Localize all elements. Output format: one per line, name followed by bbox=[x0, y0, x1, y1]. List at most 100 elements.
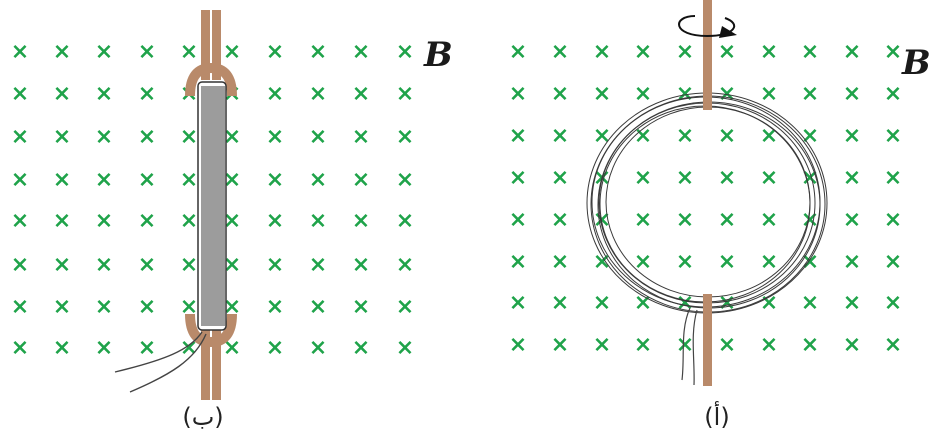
lead-wire-b-1 bbox=[114, 331, 203, 373]
field-mark-left: × bbox=[223, 253, 241, 278]
field-mark-left: × bbox=[396, 125, 414, 150]
field-mark-right: × bbox=[509, 82, 527, 107]
field-mark-left: × bbox=[309, 253, 327, 278]
field-mark-left: × bbox=[266, 336, 284, 361]
field-mark-right: × bbox=[634, 333, 652, 358]
field-mark-left: × bbox=[138, 336, 156, 361]
bracket-top-b bbox=[185, 62, 237, 97]
field-mark-right: × bbox=[801, 166, 819, 191]
field-mark-right: × bbox=[760, 124, 778, 149]
field-mark-left: × bbox=[396, 295, 414, 320]
field-mark-right: × bbox=[843, 250, 861, 275]
field-mark-left: × bbox=[352, 82, 370, 107]
field-mark-left: × bbox=[138, 295, 156, 320]
field-mark-right: × bbox=[884, 208, 902, 233]
field-mark-left: × bbox=[223, 295, 241, 320]
panel-caption-a: (أ) bbox=[704, 401, 729, 431]
field-mark-right: × bbox=[634, 166, 652, 191]
field-label-b: B bbox=[423, 35, 453, 75]
field-mark-right: × bbox=[884, 250, 902, 275]
field-mark-left: × bbox=[309, 295, 327, 320]
field-mark-right: × bbox=[676, 333, 694, 358]
field-mark-right: × bbox=[593, 82, 611, 107]
field-mark-right: × bbox=[551, 333, 569, 358]
field-mark-right: × bbox=[801, 250, 819, 275]
field-mark-left: × bbox=[95, 209, 113, 234]
field-mark-left: × bbox=[11, 82, 29, 107]
field-mark-right: × bbox=[718, 40, 736, 65]
field-mark-left: × bbox=[309, 40, 327, 65]
coil-edge-on bbox=[197, 81, 227, 331]
field-mark-right: × bbox=[718, 82, 736, 107]
field-mark-right: × bbox=[843, 208, 861, 233]
field-mark-right: × bbox=[593, 40, 611, 65]
field-mark-left: × bbox=[53, 295, 71, 320]
field-mark-right: × bbox=[718, 124, 736, 149]
field-label-a: B bbox=[901, 43, 931, 83]
field-mark-right: × bbox=[676, 40, 694, 65]
panel-caption-b: (ب) bbox=[182, 403, 223, 431]
field-mark-left: × bbox=[53, 336, 71, 361]
field-mark-right: × bbox=[884, 124, 902, 149]
field-mark-right: × bbox=[843, 124, 861, 149]
field-mark-right: × bbox=[801, 291, 819, 316]
field-mark-left: × bbox=[53, 209, 71, 234]
field-mark-right: × bbox=[760, 333, 778, 358]
field-mark-left: × bbox=[396, 209, 414, 234]
field-mark-right: × bbox=[676, 208, 694, 233]
field-mark-right: × bbox=[551, 82, 569, 107]
field-mark-right: × bbox=[760, 166, 778, 191]
field-mark-left: × bbox=[180, 295, 198, 320]
field-mark-right: × bbox=[760, 250, 778, 275]
field-mark-left: × bbox=[95, 40, 113, 65]
field-mark-right: × bbox=[801, 124, 819, 149]
lead-wire-a-2 bbox=[692, 309, 698, 386]
field-mark-left: × bbox=[396, 253, 414, 278]
field-mark-left: × bbox=[309, 209, 327, 234]
field-mark-right: × bbox=[884, 82, 902, 107]
field-mark-left: × bbox=[138, 253, 156, 278]
field-mark-right: × bbox=[509, 208, 527, 233]
field-mark-right: × bbox=[843, 40, 861, 65]
field-mark-right: × bbox=[593, 291, 611, 316]
field-mark-left: × bbox=[352, 168, 370, 193]
axle-top-a bbox=[703, 0, 712, 110]
field-mark-right: × bbox=[718, 250, 736, 275]
field-mark-right: × bbox=[676, 124, 694, 149]
field-mark-left: × bbox=[352, 40, 370, 65]
field-mark-right: × bbox=[760, 82, 778, 107]
field-mark-left: × bbox=[352, 295, 370, 320]
field-mark-left: × bbox=[396, 82, 414, 107]
field-mark-right: × bbox=[551, 291, 569, 316]
field-mark-right: × bbox=[718, 291, 736, 316]
field-mark-right: × bbox=[718, 208, 736, 233]
field-mark-left: × bbox=[352, 209, 370, 234]
field-mark-right: × bbox=[634, 250, 652, 275]
field-mark-right: × bbox=[801, 40, 819, 65]
field-mark-left: × bbox=[11, 253, 29, 278]
field-mark-left: × bbox=[266, 168, 284, 193]
field-mark-right: × bbox=[593, 333, 611, 358]
field-mark-right: × bbox=[760, 291, 778, 316]
field-mark-left: × bbox=[138, 209, 156, 234]
field-mark-right: × bbox=[634, 40, 652, 65]
field-mark-right: × bbox=[509, 291, 527, 316]
field-mark-left: × bbox=[266, 82, 284, 107]
axle-bottom-a bbox=[703, 294, 712, 386]
field-mark-right: × bbox=[509, 333, 527, 358]
field-mark-right: × bbox=[509, 40, 527, 65]
field-mark-left: × bbox=[95, 82, 113, 107]
field-mark-right: × bbox=[634, 208, 652, 233]
field-mark-right: × bbox=[843, 291, 861, 316]
field-mark-right: × bbox=[884, 166, 902, 191]
field-mark-right: × bbox=[718, 333, 736, 358]
field-mark-left: × bbox=[180, 40, 198, 65]
field-mark-left: × bbox=[352, 336, 370, 361]
field-mark-left: × bbox=[352, 253, 370, 278]
field-mark-left: × bbox=[223, 40, 241, 65]
field-mark-right: × bbox=[718, 166, 736, 191]
field-mark-right: × bbox=[509, 250, 527, 275]
lead-wire-a-1 bbox=[681, 307, 691, 381]
field-mark-right: × bbox=[551, 250, 569, 275]
